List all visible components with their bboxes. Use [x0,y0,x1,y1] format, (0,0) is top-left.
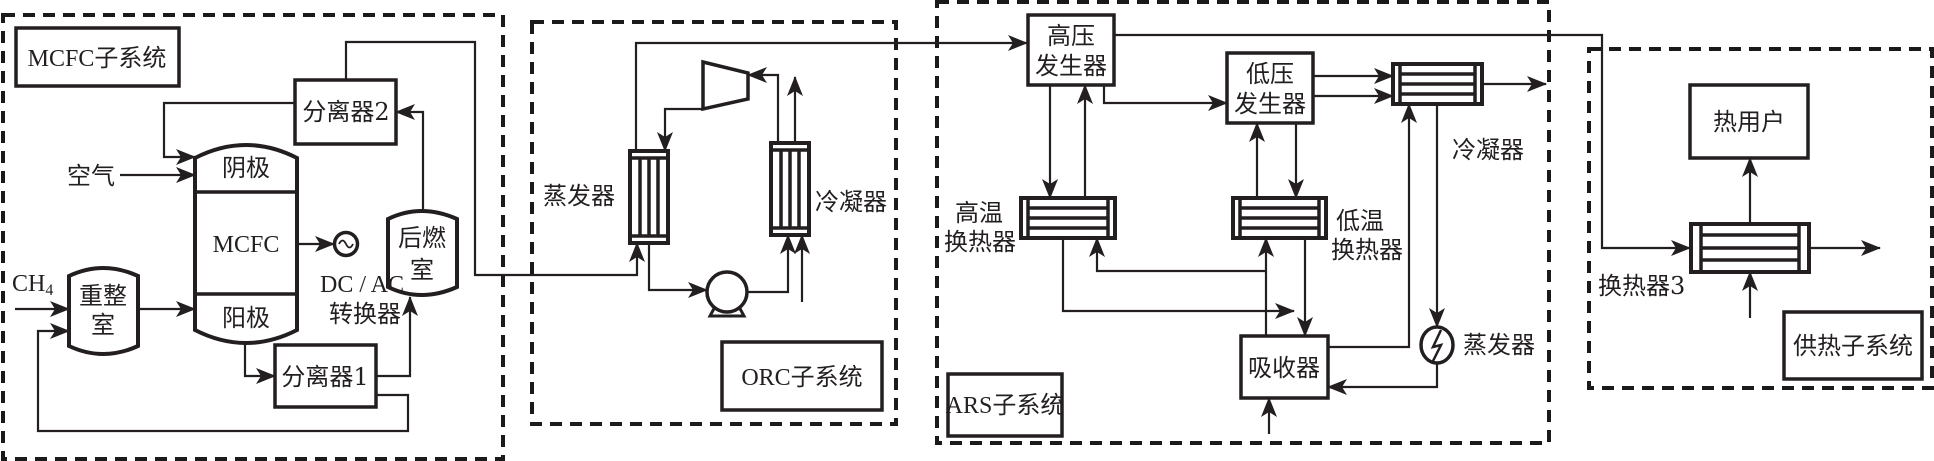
methane-input-label: CH4 [12,271,53,299]
heat-exchanger-3: 换热器3 [1598,222,1811,300]
separator2-to-cathode-arrow [162,101,295,165]
mcfc-flow-lines [15,40,645,433]
anode-label: 阳极 [222,304,270,332]
pump-icon [705,270,749,318]
ars-evaporator-label: 蒸发器 [1463,331,1535,359]
orc-condenser: 冷凝器 [769,141,887,237]
reformer-label-1: 重整 [79,282,127,310]
inverter-label-2: 转换器 [329,300,401,328]
exhaust-to-orc-evaporator-arrow [344,40,645,277]
cathode-label: 阴极 [222,154,270,182]
mcfc-subsystem-boundary [1,13,505,461]
lt-hx-label-2: 换热器 [1331,236,1403,264]
heating-title-box: 供热子系统 [1782,310,1924,381]
methane-label: CH [12,271,45,297]
ht-hx-label-1: 高温 [955,199,1003,227]
sine-wave-icon [338,239,354,249]
orc-flow-lines [634,35,1028,302]
reformer: 重整 室 [67,266,140,356]
evaporator-to-pump-arrow [647,243,708,298]
hthx-to-absorber-arrow [1061,238,1295,319]
mcfc-title: MCFC子系统 [28,45,167,72]
heating-title: 供热子系统 [1793,332,1913,360]
ars-condenser-label: 冷凝器 [1452,136,1524,164]
absorber-cooling-to-condenser-arrow [1328,103,1417,349]
hpg-to-lpg-arrow [1102,85,1228,111]
hpg-to-hx3-arrow [1114,33,1691,256]
hp-generator: 高压 发生器 [1026,13,1116,87]
absorber-label: 吸收器 [1248,354,1320,382]
svg-text:CH4: CH4 [12,271,53,299]
lp-generator: 低压 发生器 [1225,51,1315,125]
heating-subsystem-boundary [1587,47,1934,390]
separator-2-label: 分离器2 [302,98,389,126]
hx3-label: 换热器3 [1598,272,1685,300]
lt-heat-exchanger: 低温 换热器 [1231,196,1403,264]
inverter-label-1: DC / AC [320,272,404,298]
condenser-to-turbine-arrow [747,67,780,143]
hp-generator-label-2: 发生器 [1035,52,1107,80]
afterburner-label-2: 室 [410,256,434,284]
lt-hx-label-1: 低温 [1336,207,1384,235]
turbine-to-evaporator-arrow [657,107,703,152]
ars-condenser: 冷凝器 [1391,62,1524,164]
orc-subsystem-boundary [530,20,898,426]
ars-evaporator: 蒸发器 [1419,325,1535,365]
afterburner-label-1: 后燃 [398,224,446,252]
dc-ac-inverter: DC / AC 转换器 [320,230,404,328]
afterburner: 后燃 室 [386,209,459,297]
afterburner-to-separator2-arrow [395,104,425,210]
separator-1: 分离器1 [273,343,378,409]
orc-to-hp-generator-arrow [634,35,1028,151]
mcfc-stack-label: MCFC [213,232,280,258]
mcfc-title-box: MCFC子系统 [14,26,181,88]
absorber: 吸收器 [1239,334,1330,400]
heat-user: 热用户 [1688,83,1810,160]
orc-evaporator-label: 蒸发器 [543,182,615,210]
air-input-label: 空气 [67,162,115,190]
lthx-to-hthx-arrow [1089,237,1266,273]
ars-title-box: ARS子系统 [946,372,1065,438]
separator-2: 分离器2 [293,78,398,146]
lp-generator-label-1: 低压 [1246,60,1294,88]
hp-generator-label-1: 高压 [1047,22,1095,50]
ars-title: ARS子系统 [946,392,1065,419]
heat-user-label: 热用户 [1713,108,1785,136]
turbine-icon [701,59,750,112]
mcfc-stack: 阴极 MCFC 阳极 [193,143,299,345]
ht-heat-exchanger: 高温 换热器 [944,196,1117,256]
separator1-to-afterburner-arrow [376,296,418,378]
orc-title: ORC子系统 [741,364,862,391]
evaporator-to-absorber-arrow [1327,363,1439,395]
separator-1-label: 分离器1 [281,363,368,391]
orc-condenser-label: 冷凝器 [815,188,887,216]
ars-subsystem-boundary [935,0,1551,445]
ars-flow-lines [1042,33,1691,434]
zigzag-icon [1430,329,1444,362]
orc-evaporator: 蒸发器 [543,149,670,245]
separator1-recycle-arrow [36,323,410,433]
anode-to-separator1-arrow [243,343,276,384]
lp-generator-label-2: 发生器 [1234,90,1306,118]
pump-to-condenser-arrow [747,234,796,294]
methane-subscript: 4 [45,282,53,299]
ht-hx-label-2: 换热器 [944,228,1016,256]
reformer-label-2: 室 [91,311,115,339]
heating-flow-lines [1742,157,1881,318]
orc-title-box: ORC子系统 [720,340,884,412]
